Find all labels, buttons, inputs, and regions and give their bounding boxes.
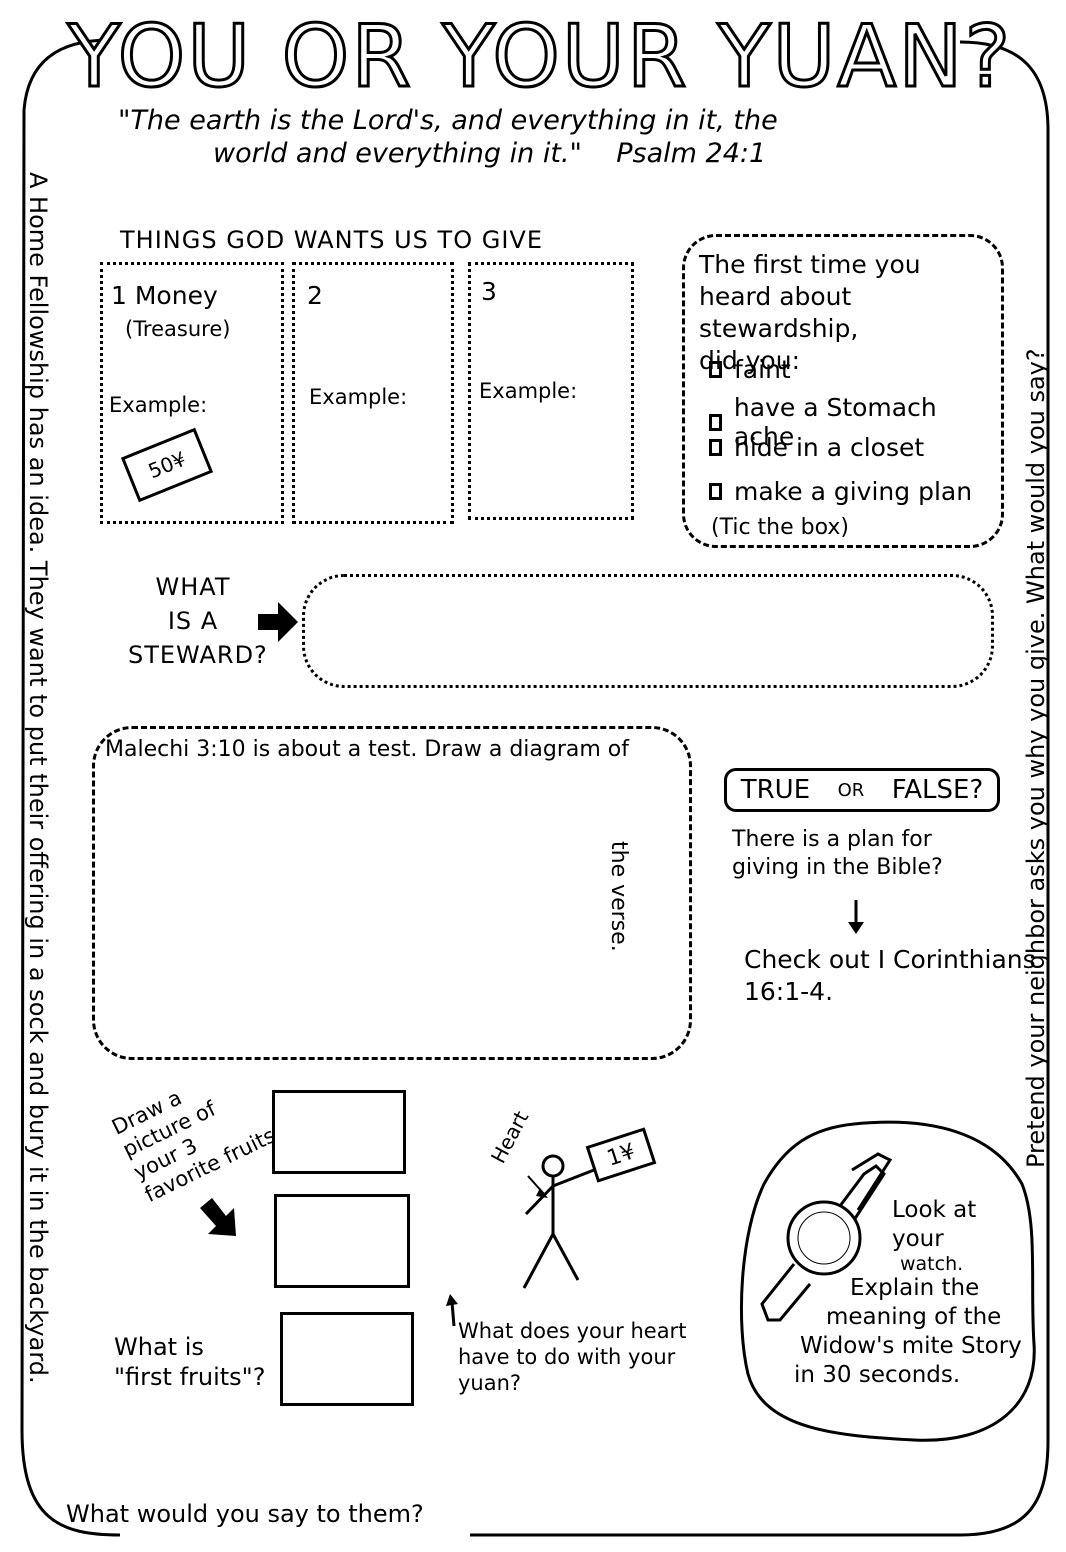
watch-line-7: in 30 seconds. [794,1362,961,1388]
quote-line-1: "The earth is the Lord's, and everything… [118,105,778,136]
quote-reference: Psalm 24:1 [616,138,767,169]
page-title: YOU OR YOUR YUAN? [65,6,1012,109]
psalm-quote: "The earth is the Lord's, and everything… [118,104,938,170]
checkbox-closet[interactable] [709,439,722,456]
false-label: FALSE? [891,775,984,805]
give-box-1-sublabel: (Treasure) [125,317,231,341]
arrow-down-right-icon [200,1198,236,1236]
malachi-drawing-box[interactable]: Malechi 3:10 is about a test. Draw a dia… [92,726,692,1060]
heart-question-line-3: yuan? [458,1371,522,1395]
malachi-prompt-end: the verse. [606,841,631,952]
true-false-statement: There is a plan for giving in the Bible? [732,826,943,882]
corinthians-reference: Check out I Corinthians 16:1-4. [744,944,1036,1008]
stewardship-prompt-1: The first time you [699,250,921,279]
quote-line-2: world and everything in it." [213,138,582,169]
watch-line-3: watch. [900,1253,964,1275]
yuan-note-value: 50¥ [144,446,190,484]
give-box-3[interactable]: 3 Example: [468,262,634,520]
first-fruits-question: What is "first fruits"? [114,1332,265,1392]
arrow-down-icon [848,900,864,934]
steward-line-1: WHAT [155,573,231,601]
give-box-1-number: 1 [111,281,127,310]
give-box-1-label: Money [134,281,218,310]
heart-question-line-2: have to do with your [458,1345,676,1369]
give-box-3-example: Example: [479,379,578,403]
stewardship-prompt-3: did you: [699,346,800,375]
malachi-prompt: Malechi 3:10 is about a test. Draw a dia… [105,737,630,762]
left-side-text: A Home Fellowship has an idea. They want… [24,172,52,1384]
statement-line-2: giving in the Bible? [732,855,943,880]
checkbox-faint[interactable] [709,361,722,378]
yuan-note-small-value: 1¥ [603,1138,639,1172]
fruit-box-3[interactable] [280,1312,414,1406]
option-giving-plan-label: make a giving plan [734,477,973,506]
check-line-1: Check out I Corinthians [744,945,1036,974]
steward-line-2: IS A [167,607,219,635]
first-fruits-line-2: "first fruits"? [114,1363,266,1391]
wristwatch-icon [760,1152,893,1322]
give-box-2-example: Example: [309,385,408,409]
watch-prompt: Look at your watch. Explain the meaning … [794,1196,1022,1390]
give-box-1[interactable]: 1 Money (Treasure) Example: 50¥ [100,262,284,524]
stick-figure-icon [522,1154,595,1289]
steward-line-3: STEWARD? [128,641,268,669]
option-closet[interactable]: hide in a closet [709,433,924,462]
or-label: OR [837,779,865,801]
watch-line-6: Widow's mite Story [800,1333,1022,1359]
give-box-2[interactable]: 2 Example: [292,262,454,524]
right-side-text: Pretend your neighbor asks you why you g… [1022,348,1050,1168]
option-faint-label: faint [734,355,791,384]
stewardship-prompt-2: heard about stewardship, [699,282,859,343]
give-heading: THINGS GOD WANTS US TO GIVE [120,226,543,254]
bottom-text: What would you say to them? [66,1500,424,1528]
stewardship-question-box: The first time you heard about stewardsh… [682,234,1004,548]
steward-question: WHAT IS A STEWARD? [128,570,268,672]
give-box-3-number: 3 [481,277,497,306]
option-stomach-ache[interactable]: have a Stomach ache [709,393,1001,451]
statement-line-1: There is a plan for [732,827,932,852]
watch-line-2: your [892,1226,944,1252]
first-fruits-line-1: What is [114,1333,204,1361]
option-faint[interactable]: faint [709,355,791,384]
option-closet-label: hide in a closet [734,433,925,462]
tick-instruction: (Tic the box) [711,515,849,540]
option-giving-plan[interactable]: make a giving plan [709,477,972,506]
yuan-note-icon: 50¥ [120,427,214,503]
page-title-text: YOU OR YOUR YUAN? [67,7,1012,107]
steward-answer-box[interactable] [302,574,994,688]
fruit-box-1[interactable] [272,1090,406,1174]
give-box-2-number: 2 [307,281,323,310]
fruit-box-2[interactable] [274,1194,410,1288]
checkbox-giving-plan[interactable] [709,483,722,500]
watch-line-5: meaning of the [826,1304,1002,1330]
option-stomach-ache-label: have a Stomach ache [733,393,937,451]
watch-blob [739,1120,1036,1442]
give-box-1-example: Example: [109,393,208,417]
true-false-header: TRUE OR FALSE? [724,768,1000,812]
watch-line-1: Look at [892,1197,977,1223]
arrow-up-icon [446,1294,458,1327]
heart-question-line-1: What does your heart [458,1319,687,1343]
check-line-2: 16:1-4. [744,977,834,1006]
checkbox-stomach-ache[interactable] [709,413,722,431]
watch-line-4: Explain the [850,1275,980,1301]
heart-question: What does your heart have to do with you… [458,1318,686,1396]
arrow-right-icon [258,602,298,642]
true-label: TRUE [740,775,811,805]
